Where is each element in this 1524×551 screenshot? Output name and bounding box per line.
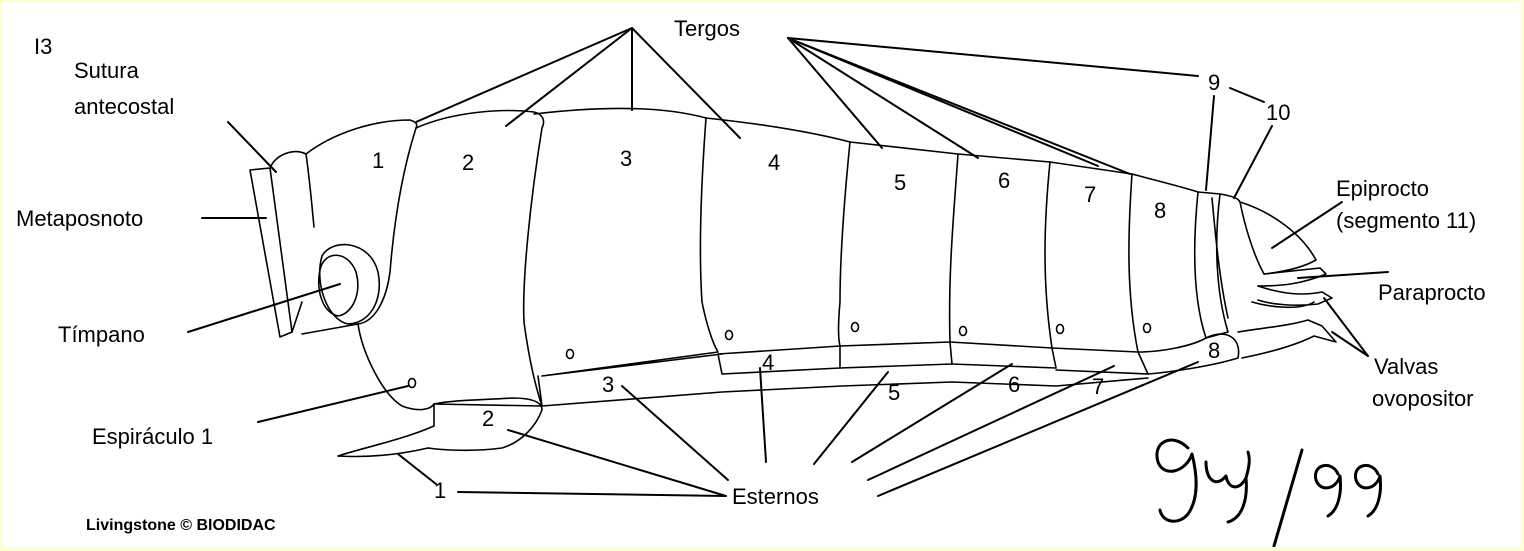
leader-esterno-1 (457, 491, 727, 497)
leader-epiprocto (1271, 201, 1343, 249)
leader-esterno-8 (877, 361, 1199, 497)
sternite-numbers: 1 2 3 4 5 6 7 8 (434, 338, 1220, 503)
tergite-number: 4 (768, 150, 780, 175)
leader-esterno-1b (397, 453, 437, 485)
leader-esterno-3 (621, 385, 729, 481)
leader-tergo-2 (505, 27, 633, 127)
tergite-4-outline (705, 117, 851, 375)
label-sutura-line1: Sutura (74, 58, 140, 83)
tergite-number: 2 (462, 150, 474, 175)
leader-tergo-9 (787, 37, 1199, 77)
label-sutura-line2: antecostal (74, 94, 174, 119)
segment-1-lower (357, 323, 435, 411)
sternite-number: 1 (434, 478, 446, 503)
sternite-number: 2 (482, 406, 494, 431)
sternite-1-spine (337, 403, 435, 458)
leader-tergo-6 (787, 37, 979, 159)
leader-tergo-1 (415, 27, 633, 123)
figure-id: I3 (34, 34, 52, 59)
leader-valvas-a (1323, 297, 1369, 357)
leader-esterno-7 (867, 365, 1115, 481)
spiracle-5 (850, 321, 860, 333)
leader-valvas-b (1331, 331, 1369, 357)
spiracle-3 (565, 348, 575, 360)
spiracle-7 (1055, 323, 1065, 335)
abdomen-drawing (249, 107, 1337, 458)
tergite-numbers: 1 2 3 4 5 6 7 8 9 10 (372, 70, 1290, 223)
tergite-9-10-outline (1197, 191, 1241, 339)
sternite-band (541, 377, 1149, 407)
tergite-7-outline (1049, 161, 1149, 375)
tergite-number: 3 (620, 146, 632, 171)
label-epiprocto-line1: Epiprocto (1336, 176, 1429, 201)
sternite-number: 5 (888, 380, 900, 405)
labels: I3 Sutura antecostal Metaposnoto Tímpano… (16, 16, 1486, 534)
handwritten-signature (1155, 438, 1382, 547)
sternite-number: 7 (1092, 374, 1104, 399)
leader-esterno-6 (851, 363, 1013, 463)
tergite-1-outline (301, 119, 418, 335)
spiracle-1 (407, 377, 417, 389)
label-epiprocto-line2: (segmento 11) (1336, 208, 1476, 233)
leader-sutura (227, 121, 277, 173)
leader-lines (187, 27, 1389, 497)
label-paraprocto: Paraprocto (1378, 280, 1486, 305)
tympanum-inner (318, 254, 359, 317)
tergite-2-outline (415, 109, 545, 407)
sternite-number: 6 (1008, 372, 1020, 397)
leader-espiraculo (257, 385, 409, 423)
ovipositor-valves (1237, 285, 1337, 359)
tergite-number: 7 (1084, 182, 1096, 207)
tergite-number: 10 (1266, 100, 1290, 125)
spiracle-8 (1142, 322, 1152, 334)
tergite-number: 5 (894, 170, 906, 195)
tergite-number: 8 (1154, 198, 1166, 223)
spiracle-4 (724, 329, 734, 341)
leader-timpano (187, 283, 341, 333)
label-espiraculo: Espiráculo 1 (92, 424, 213, 449)
tergite-6-outline (949, 153, 1057, 369)
leader-esterno-2 (507, 429, 727, 497)
leader-paraprocto (1297, 271, 1389, 279)
sternite-number: 3 (602, 372, 614, 397)
tergite-8-outline (1131, 173, 1240, 375)
leader-tergo-4 (631, 27, 741, 139)
sternite-number: 8 (1208, 338, 1220, 363)
sternite-number: 4 (762, 350, 774, 375)
epiproct-outline (1239, 201, 1317, 275)
label-valvas-line1: Valvas (1374, 354, 1438, 379)
paraproct-outline (1257, 267, 1327, 287)
spiracle-6 (958, 325, 968, 337)
leader-9-down (1205, 95, 1215, 191)
label-tergos: Tergos (674, 16, 740, 41)
tergite-number: 6 (998, 168, 1010, 193)
sternite-2-outline (427, 397, 543, 452)
tergite-number: 9 (1208, 70, 1220, 95)
leader-10-down (1233, 125, 1273, 199)
metaposnoto-plate (249, 167, 293, 338)
label-timpano: Tímpano (58, 322, 145, 347)
leader-9-to-10 (1229, 87, 1265, 103)
credit-line: Livingstone © BIODIDAC (86, 517, 276, 534)
label-metaposnoto: Metaposnoto (16, 206, 143, 231)
tergite-3-outline (533, 107, 723, 407)
leader-tergo-8 (787, 37, 1131, 175)
leader-tergo-5 (787, 37, 883, 149)
tergite-number: 1 (372, 148, 384, 173)
leader-esterno-4 (759, 367, 767, 463)
label-esternos: Esternos (732, 484, 819, 509)
leader-esterno-5 (813, 371, 889, 465)
tympanum-ring (318, 243, 381, 325)
label-valvas-line2: ovopositor (1372, 386, 1474, 411)
